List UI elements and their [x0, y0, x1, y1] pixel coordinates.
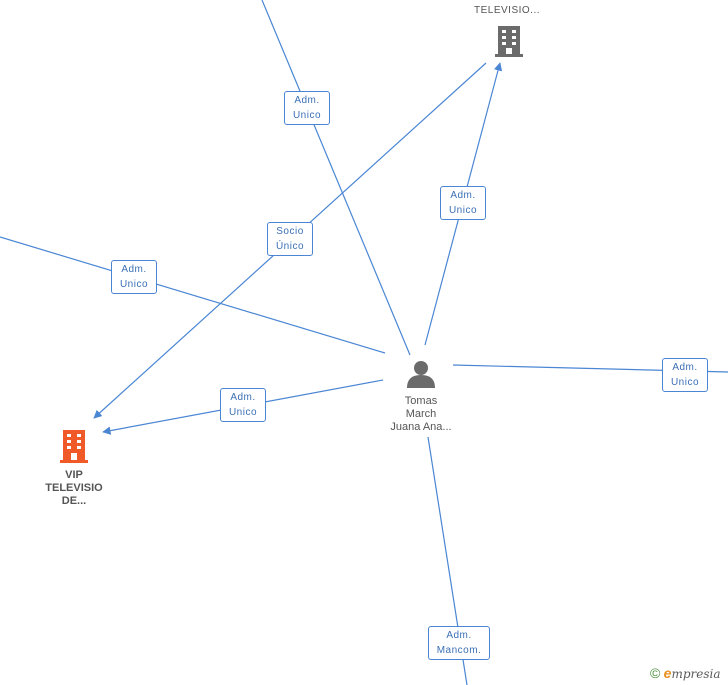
edge-label-socio-unico[interactable]: Socio Único	[267, 222, 313, 256]
empresia-logo-text: mpresia	[671, 667, 721, 681]
edge-label-adm-unico-4[interactable]: Adm. Unico	[220, 388, 266, 422]
edge-line-4	[0, 236, 386, 354]
edge-label-adm-unico-1[interactable]: Adm. Unico	[284, 91, 330, 125]
building-icon-highlighted[interactable]	[58, 428, 90, 464]
building-icon[interactable]	[493, 24, 525, 58]
empresia-logo-initial: e	[663, 665, 672, 681]
edge-label-adm-unico-2[interactable]: Adm. Unico	[440, 186, 486, 220]
person-label[interactable]: Tomas March Juana Ana...	[390, 395, 452, 433]
edge-line-1	[261, 0, 411, 356]
edge-label-adm-unico-3[interactable]: Adm. Unico	[111, 260, 157, 294]
copyright-symbol: ©	[650, 665, 661, 681]
copyright-footer: © empresia	[650, 665, 721, 681]
company-main-label[interactable]: VIP TELEVISIO DE...	[45, 469, 103, 507]
company-top-label[interactable]: TELEVISIO...	[473, 5, 541, 16]
person-icon[interactable]	[405, 359, 437, 389]
edge-label-adm-unico-5[interactable]: Adm. Unico	[662, 358, 708, 392]
edge-label-adm-mancom[interactable]: Adm. Mancom.	[428, 626, 490, 660]
